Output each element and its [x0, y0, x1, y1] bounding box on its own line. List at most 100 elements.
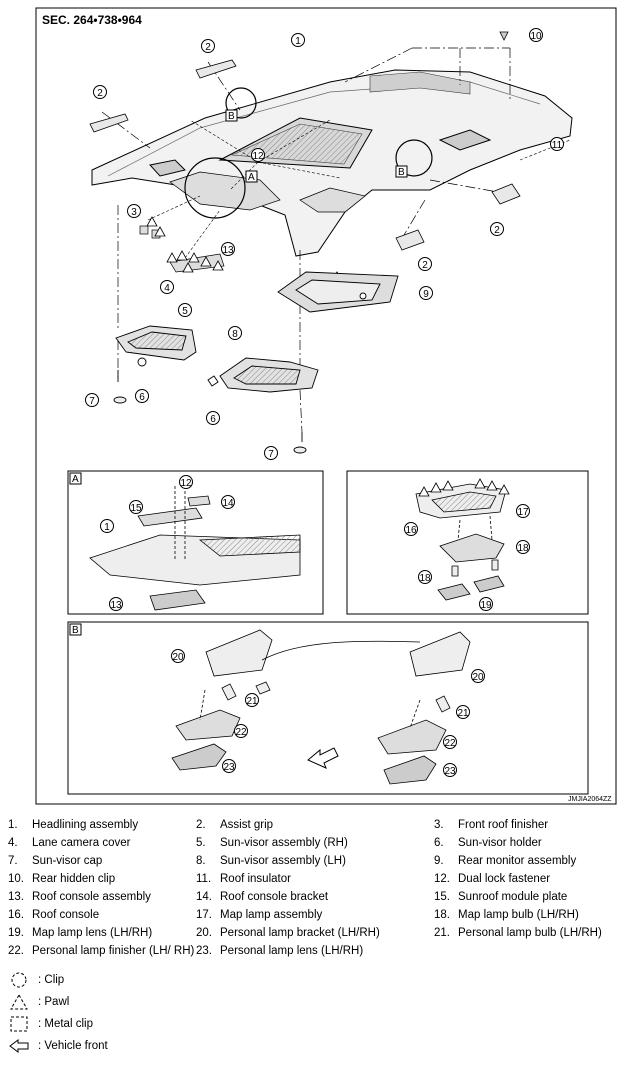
detail-a-drawing	[89, 486, 301, 611]
detail-b-circle-lh	[225, 87, 257, 119]
map-lamp-drawing	[415, 483, 507, 601]
part-number: 2.	[196, 819, 206, 831]
part-name: Map lamp lens (LH/RH)	[32, 927, 153, 939]
detail-b-circle-rh	[395, 139, 433, 177]
detail-a-circle	[184, 157, 246, 219]
part-number: 11.	[196, 873, 212, 885]
part-number: 9.	[434, 855, 444, 867]
detail-b-marker-lh: B	[228, 111, 235, 122]
part-name: Personal lamp bulb (LH/RH)	[458, 927, 602, 939]
part-number: 22.	[8, 945, 24, 957]
part-number: 1.	[8, 819, 18, 831]
part-name: Dual lock fastener	[458, 873, 551, 885]
svg-text:21: 21	[457, 708, 469, 719]
svg-text:13: 13	[222, 245, 234, 256]
callout-20: 20	[471, 669, 485, 683]
part-name: Map lamp bulb (LH/RH)	[458, 909, 579, 921]
callout-23: 23	[443, 763, 457, 777]
section-code: SEC. 264•738•964	[42, 13, 142, 27]
svg-text:2: 2	[494, 225, 500, 236]
svg-text:2: 2	[97, 88, 103, 99]
symbol-item: : Metal clip	[8, 1013, 618, 1035]
part-item: 18. Map lamp bulb (LH/RH)	[434, 908, 618, 923]
part-number: 13.	[8, 891, 24, 903]
detail-a-marker: A	[248, 172, 255, 183]
svg-text:7: 7	[268, 449, 274, 460]
callout-22: 22	[443, 735, 457, 749]
symbol-label: : Pawl	[38, 996, 70, 1008]
svg-text:12: 12	[180, 478, 192, 489]
symbol-item: : Pawl	[8, 991, 618, 1013]
part-name: Roof insulator	[220, 873, 291, 885]
part-item: 17.Map lamp assembly	[196, 908, 434, 923]
part-name: Sun-visor assembly (LH)	[220, 855, 346, 867]
callout-18: 18	[516, 540, 530, 554]
detail-b-title: B	[72, 625, 79, 636]
part-number: 21.	[434, 927, 450, 939]
part-number: 10.	[8, 873, 24, 885]
leader-lines-dashed	[147, 119, 571, 259]
callout-8: 8	[228, 326, 242, 340]
map-lamp-frame	[346, 470, 589, 615]
callout-4: 4	[160, 280, 174, 294]
callout-10: 10	[529, 28, 543, 42]
part-name: Assist grip	[220, 819, 274, 831]
callout-21: 21	[456, 705, 470, 719]
metal-clip-icon	[10, 1016, 28, 1032]
part-item: 13.Roof console assembly	[8, 890, 196, 905]
symbol-legend: : Clip : Pawl : Metal clip : Vehicle fro…	[8, 969, 618, 1057]
callout-3: 3	[127, 204, 141, 218]
svg-text:23: 23	[223, 762, 235, 773]
svg-text:23: 23	[444, 766, 456, 777]
callout-2: 2	[418, 257, 432, 271]
svg-text:2: 2	[205, 42, 211, 53]
svg-text:7: 7	[89, 396, 95, 407]
callout-15: 15	[129, 500, 143, 514]
svg-text:6: 6	[139, 392, 145, 403]
svg-text:22: 22	[235, 727, 247, 738]
svg-text:8: 8	[232, 329, 238, 340]
callout-20: 20	[171, 649, 185, 663]
symbol-label: : Clip	[38, 974, 65, 986]
part-name: Roof console bracket	[220, 891, 329, 903]
part-name: Roof console	[32, 909, 100, 921]
rear-monitor-drawing	[277, 271, 399, 313]
callout-11: 11	[550, 137, 564, 151]
exploded-diagram: SEC. 264•738•964 A	[35, 7, 617, 805]
callout-6: 6	[206, 411, 220, 425]
svg-text:14: 14	[222, 498, 234, 509]
part-item: 14.Roof console bracket	[196, 890, 434, 905]
detail-b-frame	[67, 621, 589, 795]
part-item: 16.Roof console	[8, 908, 196, 923]
svg-text:9: 9	[423, 289, 429, 300]
part-number: 19.	[8, 927, 24, 939]
svg-text:5: 5	[182, 306, 188, 317]
callout-22: 22	[234, 724, 248, 738]
sun-visor-drawings	[113, 325, 319, 454]
svg-text:20: 20	[172, 652, 184, 663]
part-number: 15.	[434, 891, 450, 903]
part-number: 20.	[196, 927, 212, 939]
callout-23: 23	[222, 759, 236, 773]
svg-text:12: 12	[252, 151, 264, 162]
svg-text:22: 22	[444, 738, 456, 749]
part-name: Personal lamp finisher (LH/ RH)	[32, 945, 195, 957]
part-number: 5.	[196, 837, 206, 849]
detail-b-marker-rh: B	[398, 167, 405, 178]
callout-9: 9	[419, 286, 433, 300]
part-name: Sun-visor holder	[458, 837, 542, 849]
figure-code: JMJIA2064ZZ	[568, 796, 612, 803]
part-number: 18.	[434, 909, 450, 921]
svg-text:2: 2	[422, 260, 428, 271]
detail-a-title: A	[72, 474, 79, 485]
part-name: Front roof finisher	[458, 819, 549, 831]
part-item: 23.Personal lamp lens (LH/RH)	[196, 944, 434, 959]
callout-5: 5	[178, 303, 192, 317]
part-item: 21. Personal lamp bulb (LH/RH)	[434, 926, 618, 941]
part-name: Personal lamp bracket (LH/RH)	[220, 927, 380, 939]
part-number: 23.	[196, 945, 212, 957]
part-item: 4.Lane camera cover	[8, 836, 196, 851]
svg-text:18: 18	[517, 543, 529, 554]
diagram-frame	[35, 7, 617, 805]
callout-12: 12	[251, 148, 265, 162]
